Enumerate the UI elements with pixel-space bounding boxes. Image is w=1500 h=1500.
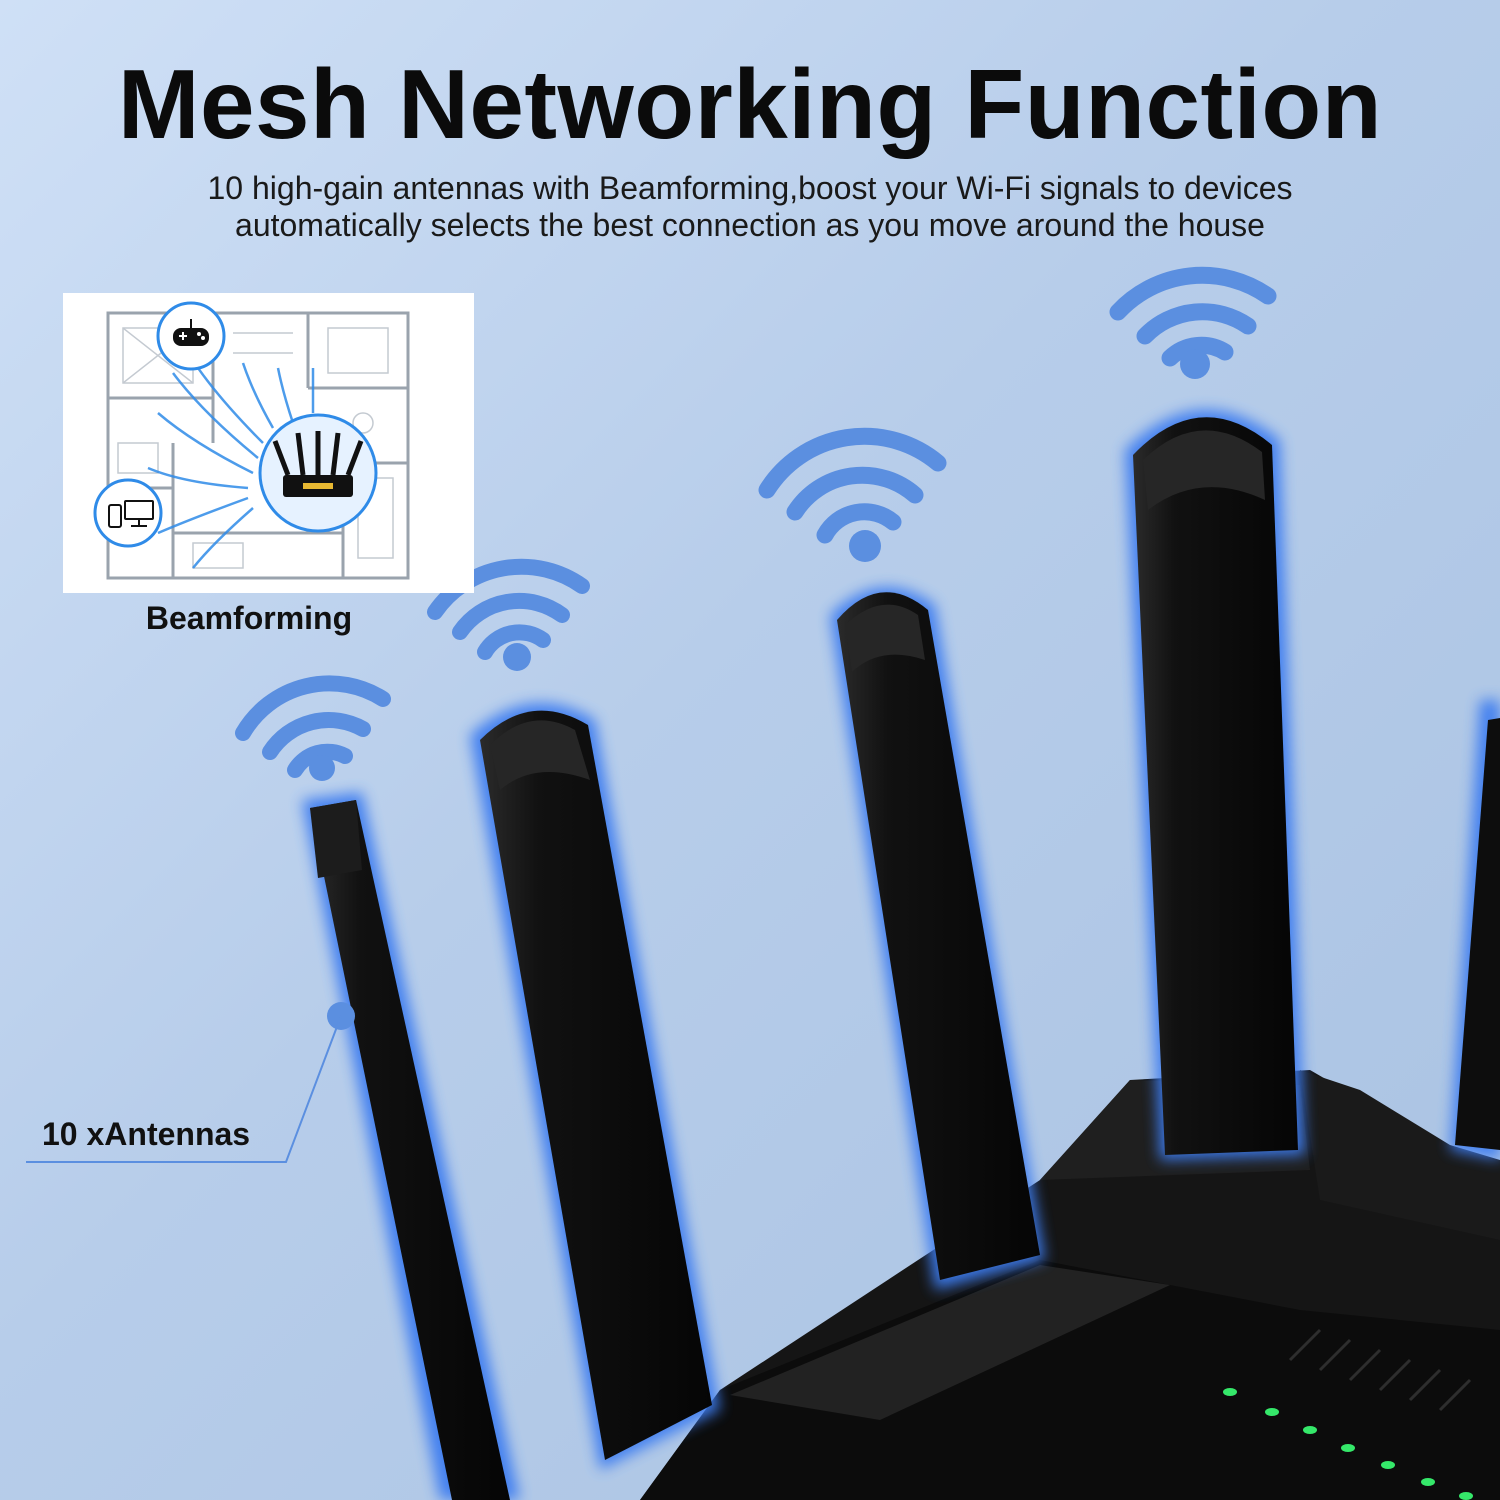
wifi-icon [758, 427, 947, 544]
status-leds [1223, 1388, 1473, 1500]
wifi-icon-dot [309, 755, 335, 781]
beam-waves [147, 352, 315, 569]
antenna-5 [1455, 718, 1500, 1150]
beamforming-floorplan-card [63, 293, 474, 593]
beamforming-caption: Beamforming [145, 600, 353, 636]
antenna-3 [837, 592, 1040, 1280]
subtitle-line-2: automatically selects the best connectio… [235, 207, 1265, 243]
devices-icon [93, 478, 163, 548]
antennas-callout-label: 10 xAntennas [42, 1116, 251, 1152]
router-icon [258, 413, 378, 533]
subtitle-line-1: 10 high-gain antennas with Beamforming,b… [207, 170, 1293, 206]
wifi-icon-dot [849, 530, 881, 562]
antenna-4 [1133, 417, 1298, 1155]
wifi-icon [235, 675, 391, 778]
wifi-icon-dot [503, 643, 531, 671]
wifi-icon [1109, 266, 1277, 367]
callout-line [26, 1002, 355, 1163]
router-body [640, 1070, 1500, 1500]
page-title: Mesh Networking Function [117, 49, 1383, 159]
antenna-2 [480, 710, 712, 1460]
wifi-icon-dot [1180, 349, 1210, 379]
wifi-icon [427, 558, 590, 660]
gamepad-icon [156, 301, 226, 371]
vent-lines [1288, 1328, 1472, 1412]
antenna-1 [310, 800, 510, 1500]
